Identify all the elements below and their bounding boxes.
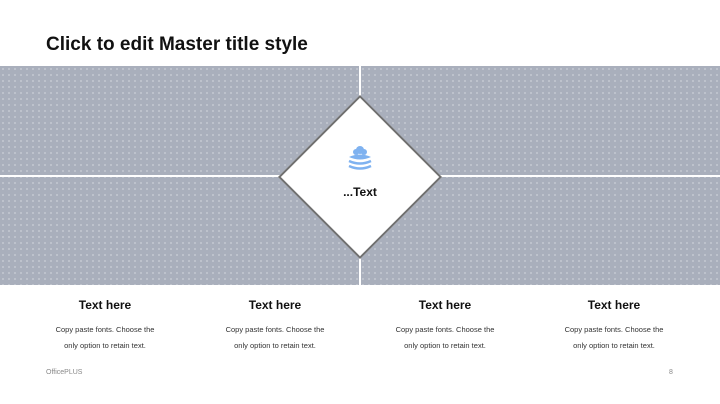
column-body: Copy paste fonts. Choose the only option… bbox=[225, 325, 325, 350]
column-1: Text here Copy paste fonts. Choose the o… bbox=[20, 298, 190, 354]
slide-title: Click to edit Master title style bbox=[46, 34, 308, 55]
footer-brand: OfficePLUS bbox=[46, 369, 83, 376]
column-heading: Text here bbox=[248, 298, 302, 312]
column-3: Text here Copy paste fonts. Choose the o… bbox=[360, 298, 530, 354]
column-body: Copy paste fonts. Choose the only option… bbox=[564, 325, 664, 350]
cloud-layers-icon bbox=[348, 146, 372, 170]
column-4: Text here Copy paste fonts. Choose the o… bbox=[529, 298, 699, 354]
column-2: Text here Copy paste fonts. Choose the o… bbox=[190, 298, 360, 354]
column-heading: Text here bbox=[587, 298, 641, 312]
column-body: Copy paste fonts. Choose the only option… bbox=[395, 325, 495, 350]
column-body: Copy paste fonts. Choose the only option… bbox=[55, 325, 155, 350]
column-heading: Text here bbox=[418, 298, 472, 312]
column-heading: Text here bbox=[78, 298, 132, 312]
center-label: ...Text bbox=[343, 185, 377, 199]
page-number: 8 bbox=[669, 369, 673, 376]
